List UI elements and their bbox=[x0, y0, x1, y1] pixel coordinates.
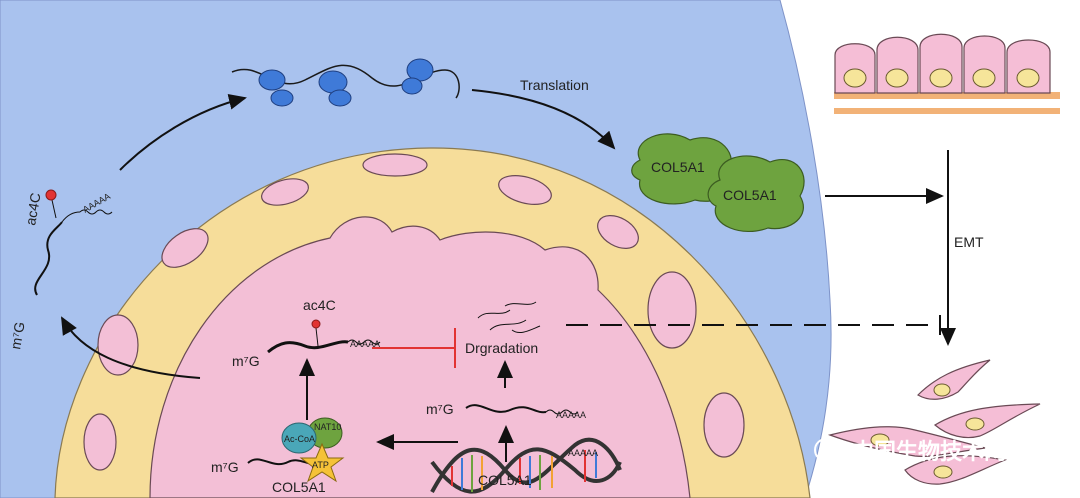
m7g-label-right: m⁷G bbox=[426, 401, 454, 417]
ac4c-label-nucleus: ac4C bbox=[303, 297, 336, 313]
translation-label: Translation bbox=[520, 77, 589, 93]
atp-label: ATP bbox=[312, 460, 329, 470]
dashed-inhibition-line bbox=[566, 315, 941, 335]
mrna-to-ribosome-arrow bbox=[119, 93, 247, 171]
col5a1-protein: COL5A1 COL5A1 bbox=[631, 133, 805, 232]
col5a1-protein-label-2: COL5A1 bbox=[723, 187, 777, 203]
mesenchymal-cells bbox=[827, 359, 1041, 485]
nucleus bbox=[149, 216, 691, 498]
col5a1-gene-label-dna: COL5A1 bbox=[478, 472, 532, 488]
ac4c-mark-cytoplasm bbox=[45, 189, 57, 201]
ac4c-label-cytoplasm: ac4C bbox=[22, 192, 43, 227]
nuclear-acetylated-mrna: ac4C m⁷G AAAAA bbox=[232, 297, 381, 369]
ac4c-mark-nucleus bbox=[311, 319, 321, 329]
col5a1-gene-label-bottom: COL5A1 bbox=[272, 479, 326, 495]
epithelial-cells bbox=[834, 33, 1060, 114]
nat10-label: NAT10 bbox=[314, 422, 341, 432]
watermark-text: 中国生物技术网 bbox=[852, 439, 1006, 464]
degradation-label: Drgradation bbox=[465, 340, 538, 356]
emt-label: EMT bbox=[954, 234, 984, 250]
degraded-rna-fragments bbox=[477, 301, 541, 333]
ac-coa-label: Ac-CoA bbox=[284, 434, 315, 444]
atp-molecule bbox=[299, 442, 345, 483]
polyA-label-gene: AAAAA bbox=[568, 448, 598, 458]
polyA-label-nucleus: AAAAA bbox=[350, 339, 380, 349]
watermark: 中国生物技术网 bbox=[814, 438, 1006, 464]
ac-coa-molecule bbox=[281, 422, 317, 454]
nat10-complex: NAT10 Ac-CoA ATP m⁷G COL5A1 bbox=[211, 417, 345, 495]
ribosomes bbox=[231, 58, 460, 107]
translation-arrow bbox=[471, 89, 616, 150]
inhibition-symbol bbox=[372, 328, 456, 368]
dna-helix: COL5A1 AAAAA bbox=[430, 437, 622, 494]
nuclear-export-arrow bbox=[61, 316, 201, 379]
polyA-label-right: AAAAA bbox=[556, 410, 586, 420]
m7g-label-cytoplasm: m⁷G bbox=[7, 321, 28, 351]
col5a1-protein-label-1: COL5A1 bbox=[651, 159, 705, 175]
m7g-label-bottom: m⁷G bbox=[211, 459, 239, 475]
m7g-label-nucleus: m⁷G bbox=[232, 353, 260, 369]
nuclear-pores bbox=[83, 153, 745, 471]
unmodified-mrna: m⁷G AAAAA bbox=[426, 401, 586, 420]
